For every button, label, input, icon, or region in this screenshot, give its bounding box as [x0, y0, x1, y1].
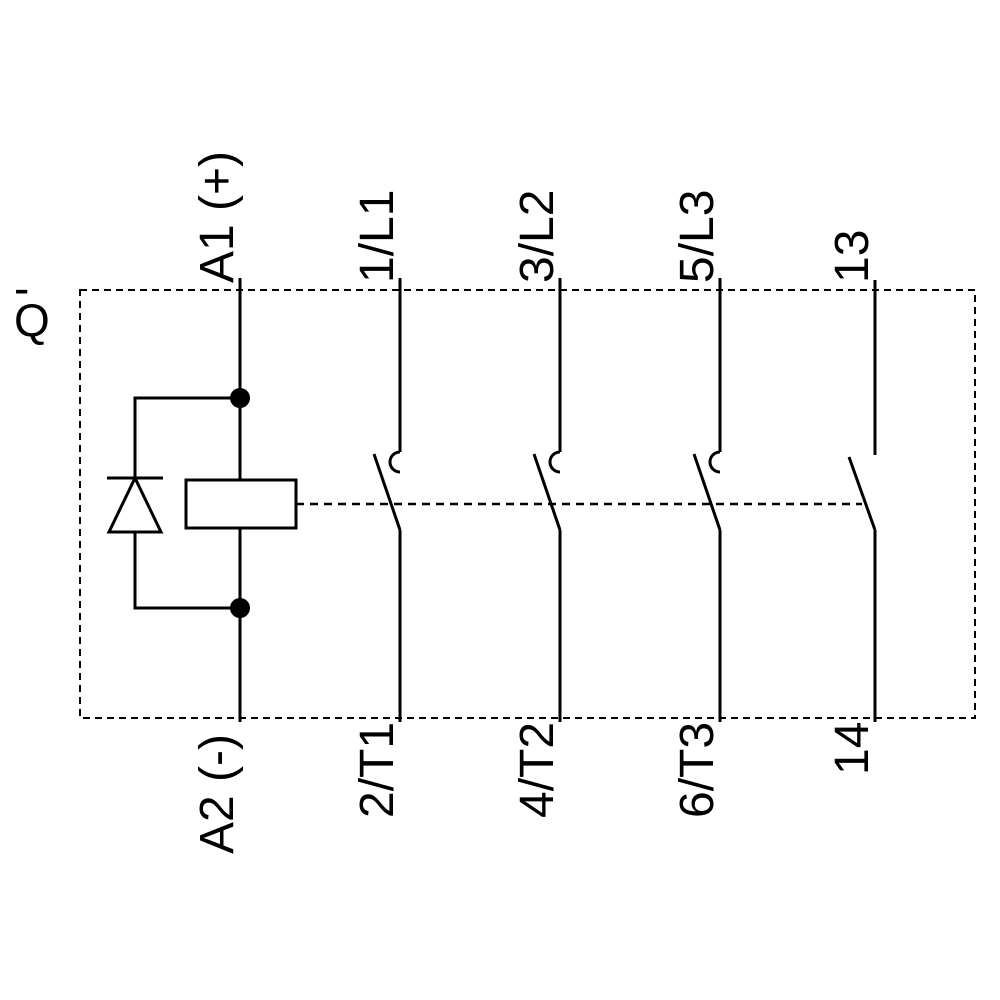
main-contact-pole-3 — [692, 278, 722, 722]
pole2-contact-blade — [532, 453, 562, 531]
terminal-label-a1: A1 (+) — [191, 150, 244, 283]
terminal-label-5l3: 5/L3 — [671, 189, 724, 283]
terminal-label-2t1: 2/T1 — [351, 721, 404, 818]
suppressor-diode-branch — [106, 396, 240, 610]
terminal-label-13: 13 — [826, 229, 879, 283]
terminal-label-6t3: 6/T3 — [671, 721, 724, 818]
pole2-fixed-contact-arc — [548, 450, 561, 474]
terminal-label-1l1: 1/L1 — [351, 189, 404, 283]
device-boundary-box — [79, 289, 976, 719]
aux-contact-blade — [847, 456, 877, 531]
diode-triangle — [106, 474, 164, 534]
pole3-contact-blade — [692, 453, 722, 531]
diode-branch-top-wire — [133, 396, 240, 478]
main-contact-pole-2 — [532, 278, 562, 722]
device-tag-label: - Q — [14, 262, 50, 346]
pole3-fixed-contact-arc — [708, 450, 721, 474]
pole1-contact-blade — [372, 453, 402, 531]
terminal-label-14: 14 — [826, 721, 879, 775]
terminal-label-4t2: 4/T2 — [511, 721, 564, 818]
coil-branch — [184, 278, 298, 722]
main-contact-pole-1 — [372, 278, 402, 722]
coil-symbol — [184, 478, 298, 530]
aux-contact — [847, 280, 877, 722]
terminal-label-3l2: 3/L2 — [511, 189, 564, 283]
diode-branch-bottom-wire — [133, 532, 240, 610]
terminal-label-a2: A2 (-) — [191, 734, 244, 854]
pole1-fixed-contact-arc — [388, 450, 401, 474]
